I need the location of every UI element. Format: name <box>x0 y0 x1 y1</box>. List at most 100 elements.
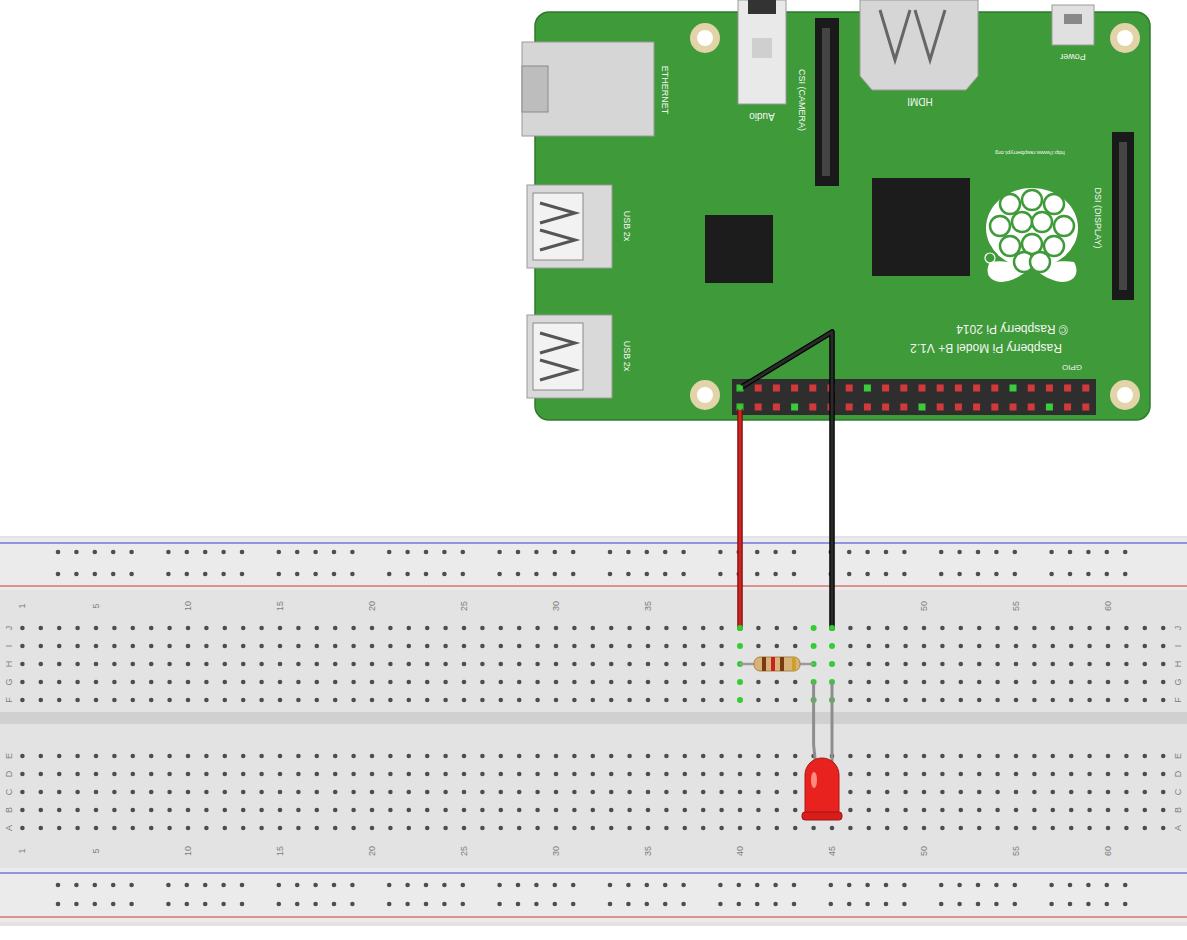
breadboard-hole <box>664 644 669 649</box>
breadboard-hole <box>591 698 596 703</box>
breadboard-hole <box>149 680 154 685</box>
breadboard-hole <box>664 680 669 685</box>
breadboard-hole <box>204 680 209 685</box>
breadboard-hole <box>627 644 632 649</box>
breadboard-hole <box>370 698 375 703</box>
breadboard-hole <box>775 772 780 777</box>
breadboard-hole <box>57 698 62 703</box>
breadboard-hole <box>1143 644 1148 649</box>
rail-hole <box>865 883 870 888</box>
breadboard-hole <box>1069 680 1074 685</box>
breadboard-hole <box>535 644 540 649</box>
mounting-hole <box>697 30 713 46</box>
breadboard-hole <box>719 808 724 813</box>
breadboard-hole <box>333 790 338 795</box>
breadboard-hole <box>995 626 1000 631</box>
breadboard-hole <box>75 698 80 703</box>
breadboard-hole <box>407 826 412 831</box>
breadboard-hole <box>149 826 154 831</box>
rail-hole <box>442 883 447 888</box>
breadboard-hole <box>57 790 62 795</box>
rail-hole <box>1013 902 1018 907</box>
breadboard-hole <box>1014 808 1019 813</box>
breadboard-hole <box>480 808 485 813</box>
power-connector <box>1064 14 1082 24</box>
breadboard-hole <box>793 790 798 795</box>
breadboard-hole <box>867 680 872 685</box>
breadboard-hole <box>535 662 540 667</box>
breadboard-hole <box>1014 698 1019 703</box>
breadboard-hole <box>848 698 853 703</box>
breadboard-hole <box>388 680 393 685</box>
chip <box>705 215 773 283</box>
rail-hole <box>295 883 300 888</box>
rail-hole <box>608 572 613 577</box>
center-channel <box>0 712 1187 724</box>
breadboard-hole <box>1087 680 1092 685</box>
gpio-pin <box>809 385 816 392</box>
wire-end <box>737 385 743 391</box>
breadboard-hole <box>719 680 724 685</box>
column-number: 5 <box>92 848 101 853</box>
breadboard-hole <box>867 644 872 649</box>
breadboard-hole <box>1087 698 1092 703</box>
breadboard-hole <box>462 626 467 631</box>
breadboard-hole <box>167 754 172 759</box>
breadboard-hole <box>793 680 798 685</box>
usb-port <box>533 323 583 390</box>
breadboard-hole <box>1143 754 1148 759</box>
resistor-band <box>780 657 784 671</box>
rail-hole <box>313 902 318 907</box>
breadboard-hole <box>20 808 25 813</box>
breadboard-hole <box>646 754 651 759</box>
breadboard-hole <box>499 772 504 777</box>
rail-hole <box>424 572 429 577</box>
rail-hole <box>718 550 723 555</box>
column-number: 1 <box>18 603 27 608</box>
breadboard-hole <box>167 772 172 777</box>
breadboard-hole <box>517 662 522 667</box>
breadboard-hole <box>131 808 136 813</box>
rail-hole <box>829 902 834 907</box>
breadboard-hole <box>333 680 338 685</box>
usb-port <box>540 203 575 250</box>
rail-hole <box>313 572 318 577</box>
rail-hole <box>534 550 539 555</box>
breadboard-hole <box>370 808 375 813</box>
rail-hole <box>185 883 190 888</box>
breadboard-hole <box>756 826 761 831</box>
rail-hole <box>755 902 760 907</box>
connector-label: Power <box>1060 52 1086 61</box>
rail-hole <box>405 572 410 577</box>
rail-hole <box>534 883 539 888</box>
breadboard-hole <box>351 772 356 777</box>
breadboard-hole <box>572 772 577 777</box>
breadboard-hole <box>701 680 706 685</box>
column-number: 5 <box>92 603 101 608</box>
rail-hole <box>976 550 981 555</box>
gpio-pin <box>973 385 980 392</box>
column-number: 25 <box>460 846 469 856</box>
breadboard-hole <box>259 680 264 685</box>
breadboard-hole <box>1143 680 1148 685</box>
resistor-body <box>754 657 800 671</box>
rail-hole <box>994 572 999 577</box>
breadboard-hole <box>370 680 375 685</box>
breadboard-hole <box>1161 754 1166 759</box>
rail-hole <box>1013 572 1018 577</box>
logo-berry <box>1054 216 1074 236</box>
breadboard-hole <box>462 680 467 685</box>
rail-line <box>0 872 1187 873</box>
logo-berry <box>1030 252 1050 272</box>
breadboard-hole <box>1143 626 1148 631</box>
usb-port <box>533 193 583 260</box>
rail-hole <box>332 550 337 555</box>
rail-hole <box>847 902 852 907</box>
breadboard-hole <box>259 790 264 795</box>
breadboard-hole <box>756 790 761 795</box>
breadboard-hole <box>775 790 780 795</box>
rail-hole <box>571 883 576 888</box>
